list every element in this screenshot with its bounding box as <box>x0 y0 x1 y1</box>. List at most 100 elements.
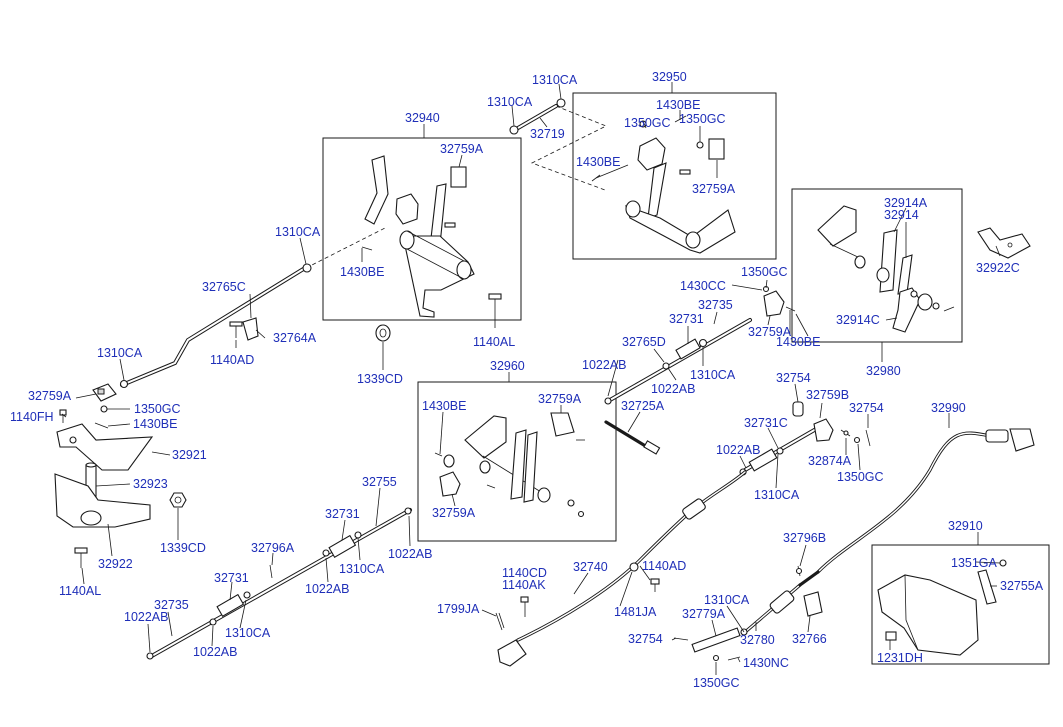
pin-32874a <box>840 429 851 437</box>
leader-lines <box>61 82 1001 675</box>
label-32950: 32950 <box>652 70 687 84</box>
pin-1430nc <box>727 656 741 661</box>
rod-32765c <box>120 266 307 387</box>
label-1140ad: 1140AD <box>210 353 254 367</box>
washer-1350gc-left <box>100 405 108 413</box>
label-32764a: 32764A <box>273 331 317 345</box>
label-32914a: 32914A <box>884 196 928 210</box>
label-32759a: 32759A <box>692 182 736 196</box>
label-1339cd: 1339CD <box>160 541 206 555</box>
label-1310ca: 1310CA <box>704 593 750 607</box>
label-1140al: 1140AL <box>473 335 515 349</box>
label-1430cc: 1430CC <box>680 279 726 293</box>
label-1022ab: 1022AB <box>193 645 237 659</box>
cable-32780 <box>742 570 820 635</box>
label-32874a: 32874A <box>808 454 852 468</box>
label-32921: 32921 <box>172 448 207 462</box>
label-32765c: 32765C <box>202 280 246 294</box>
lever-bracket-32921 <box>56 423 154 471</box>
label-1430be: 1430BE <box>776 335 820 349</box>
label-32735: 32735 <box>154 598 189 612</box>
label-32754: 32754 <box>628 632 663 646</box>
label-1339cd: 1339CD <box>357 372 403 386</box>
rod-32779a <box>691 627 748 653</box>
label-32960: 32960 <box>490 359 525 373</box>
label-32731: 32731 <box>669 312 704 326</box>
bracket-32910 <box>877 559 1007 656</box>
clip-32759a-left <box>92 383 117 402</box>
label-1350gc: 1350GC <box>679 112 726 126</box>
label-1140al: 1140AL <box>59 584 101 598</box>
label-32759a: 32759A <box>538 392 582 406</box>
group-box-32960 <box>417 381 617 542</box>
label-1350gc: 1350GC <box>837 470 884 484</box>
label-1310ca: 1310CA <box>225 626 271 640</box>
label-32754: 32754 <box>849 401 884 415</box>
bolt-1140al-mid <box>488 293 502 310</box>
lever-assy-32980 <box>817 205 955 333</box>
nut-1310ca-lower <box>119 379 129 389</box>
label-32922c: 32922C <box>976 261 1020 275</box>
label-1430be: 1430BE <box>656 98 700 112</box>
label-1350gc: 1350GC <box>134 402 181 416</box>
label-32923: 32923 <box>133 477 168 491</box>
label-32759a: 32759A <box>440 142 484 156</box>
label-1310ca: 1310CA <box>275 225 321 239</box>
label-32940: 32940 <box>405 111 440 125</box>
label-1350gc: 1350GC <box>741 265 788 279</box>
clip-32759a-32765d <box>762 285 796 317</box>
clip-32759b <box>813 418 834 442</box>
label-32740: 32740 <box>573 560 608 574</box>
bolt-1140cd <box>520 596 529 617</box>
label-1022ab: 1022AB <box>305 582 349 596</box>
clip-32796b <box>795 565 803 577</box>
pin-32754-a <box>792 401 804 417</box>
label-1022ab: 1022AB <box>582 358 626 372</box>
label-32759b: 32759B <box>806 388 849 402</box>
label-32780: 32780 <box>740 633 775 647</box>
label-32990: 32990 <box>931 401 966 415</box>
washer-1350gc-32874a <box>853 436 861 444</box>
label-1481ja: 1481JA <box>614 605 657 619</box>
group-box-32950 <box>572 92 777 260</box>
rod-32735-lower <box>146 507 412 660</box>
washer-1350gc-lower <box>712 654 720 662</box>
lever-assy-32950 <box>591 115 736 254</box>
label-32755: 32755 <box>362 475 397 489</box>
bushing-1339cd-left <box>169 492 187 508</box>
label-32779a: 32779A <box>682 607 726 621</box>
label-32754: 32754 <box>776 371 811 385</box>
group-box-32940 <box>322 137 522 321</box>
label-32725a: 32725A <box>621 399 665 413</box>
label-32765d: 32765D <box>622 335 666 349</box>
label-1310ca: 1310CA <box>97 346 143 360</box>
nut-1310ca-upper <box>302 263 312 273</box>
dashed-link-32940 <box>305 227 386 269</box>
label-32766: 32766 <box>792 632 827 646</box>
label-32731: 32731 <box>325 507 360 521</box>
label-32735: 32735 <box>698 298 733 312</box>
label-1140fh: 1140FH <box>10 410 54 424</box>
label-32731: 32731 <box>214 571 249 585</box>
label-1430be: 1430BE <box>576 155 620 169</box>
label-32796b: 32796B <box>783 531 826 545</box>
bolt-1140al-left <box>74 547 88 568</box>
bracket-32764a <box>229 317 259 341</box>
group-box-32910 <box>871 544 1050 665</box>
group-box-32980 <box>791 188 963 343</box>
label-32980: 32980 <box>866 364 901 378</box>
label-1310ca: 1310CA <box>532 73 578 87</box>
label-32922: 32922 <box>98 557 133 571</box>
label-1799ja: 1799JA <box>437 602 480 616</box>
label-1310ca: 1310CA <box>487 95 533 109</box>
label-32914c: 32914C <box>836 313 880 327</box>
pin-1430be-left <box>94 422 109 429</box>
label-1310ca: 1310CA <box>754 488 800 502</box>
rod-32731c <box>739 423 825 476</box>
label-1350gc: 1350GC <box>624 116 671 130</box>
bushing-1339cd-mid <box>375 324 391 342</box>
label-32731c: 32731C <box>744 416 788 430</box>
bracket-32922c <box>977 227 1031 259</box>
